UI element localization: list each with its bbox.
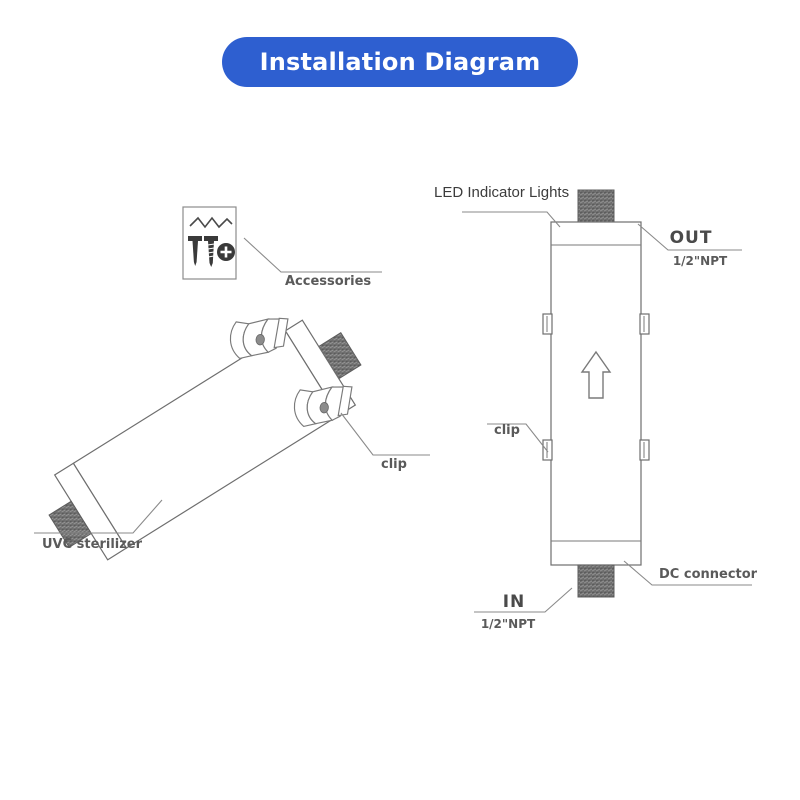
out-port-label: OUT [670, 228, 713, 248]
clip-tab-lower-left [542, 439, 553, 461]
dc-connector-leader-line [623, 560, 752, 586]
page-title-banner: Installation Diagram [222, 37, 578, 87]
screw-icon [188, 236, 202, 266]
right-assembled-view: LED Indicator Lights OUT 1/2"NPT clip DC… [434, 184, 758, 631]
clip-part-2 [293, 385, 353, 428]
clip-leader-line-left [340, 412, 430, 456]
left-exploded-view: Accessories [34, 206, 430, 561]
clip-label-right: clip [494, 423, 520, 438]
led-leader-line [462, 211, 561, 228]
clip-tab-upper-right [639, 313, 650, 335]
accessories-label: Accessories [285, 274, 371, 289]
screw-threaded-icon [204, 236, 218, 267]
clip-part-1 [229, 317, 289, 360]
in-port-spec: 1/2"NPT [481, 617, 536, 631]
thread-connector-bottom [48, 500, 92, 548]
in-port-thread-connector [577, 564, 615, 598]
out-port-thread-connector [577, 189, 615, 223]
uvc-sterilizer-label: UVC sterilizer [42, 537, 143, 552]
clip-tab-lower-right [639, 439, 650, 461]
out-leader-line [637, 223, 742, 251]
phillips-screw-head-icon [217, 243, 235, 261]
accessories-leader-line [243, 237, 382, 273]
zigzag-icon [189, 216, 233, 229]
accessories-box [182, 206, 237, 280]
flow-direction-up-arrow-icon [580, 350, 612, 399]
clip-label-left: clip [381, 457, 407, 472]
clip-tab-upper-left [542, 313, 553, 335]
uvc-sterilizer-leader-line [34, 499, 163, 534]
dc-connector-label: DC connector [659, 567, 758, 582]
page-title: Installation Diagram [259, 48, 541, 76]
in-leader-line [474, 587, 573, 613]
led-indicator-label: LED Indicator Lights [434, 184, 569, 201]
out-port-spec: 1/2"NPT [673, 254, 728, 268]
in-port-label: IN [503, 592, 526, 612]
clip-leader-line-right [487, 423, 549, 453]
